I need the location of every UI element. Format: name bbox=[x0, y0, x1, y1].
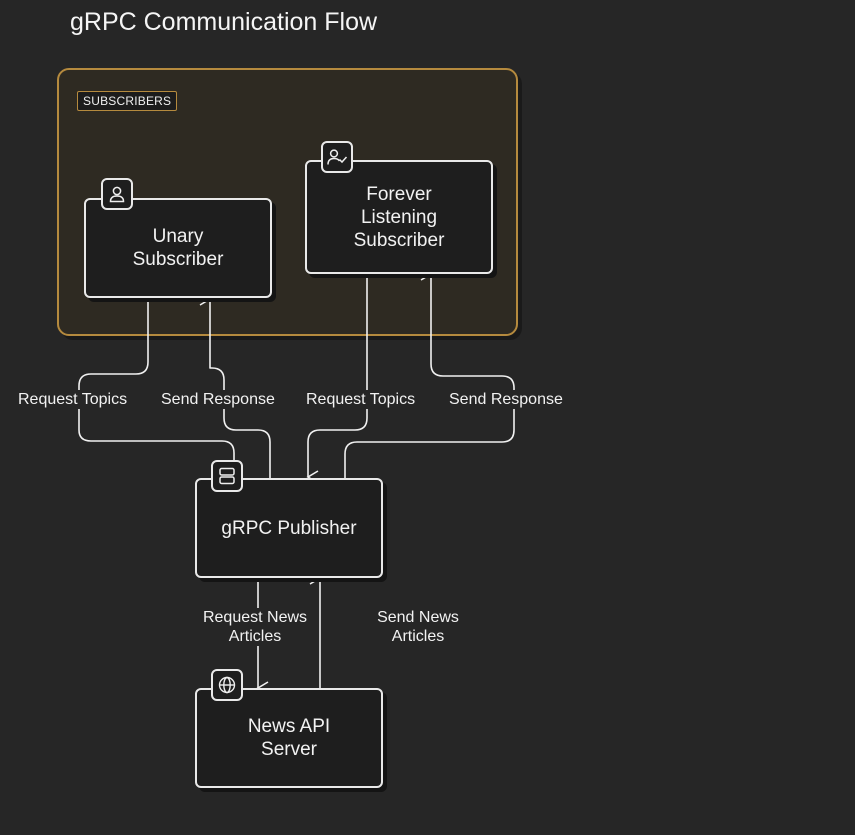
edge-forever-request bbox=[306, 273, 368, 484]
unary-subscriber-node[interactable]: Unary Subscriber bbox=[84, 198, 272, 298]
edge-label-news-response: Send News Articles bbox=[366, 608, 470, 646]
diagram-title: gRPC Communication Flow bbox=[70, 8, 378, 36]
user-icon bbox=[101, 178, 133, 210]
edge-forever-response bbox=[344, 267, 515, 478]
user-check-icon bbox=[321, 141, 353, 173]
edge-unary-response bbox=[199, 292, 271, 478]
subscribers-group-label: SUBSCRIBERS bbox=[77, 91, 178, 111]
globe-icon bbox=[211, 669, 243, 701]
edge-label-unary-response: Send Response bbox=[161, 390, 275, 409]
edge-label-forever-response: Send Response bbox=[449, 390, 563, 409]
edge-label-unary-request: Request Topics bbox=[18, 390, 128, 409]
edge-label-forever-request: Request Topics bbox=[306, 390, 416, 409]
server-icon bbox=[211, 460, 243, 492]
edge-label-news-request: Request News Articles bbox=[198, 608, 312, 646]
forever-listening-subscriber-node[interactable]: Forever Listening Subscriber bbox=[305, 160, 493, 274]
grpc-publisher-node[interactable]: gRPC Publisher bbox=[195, 478, 383, 578]
news-api-server-node[interactable]: News API Server bbox=[195, 688, 383, 788]
